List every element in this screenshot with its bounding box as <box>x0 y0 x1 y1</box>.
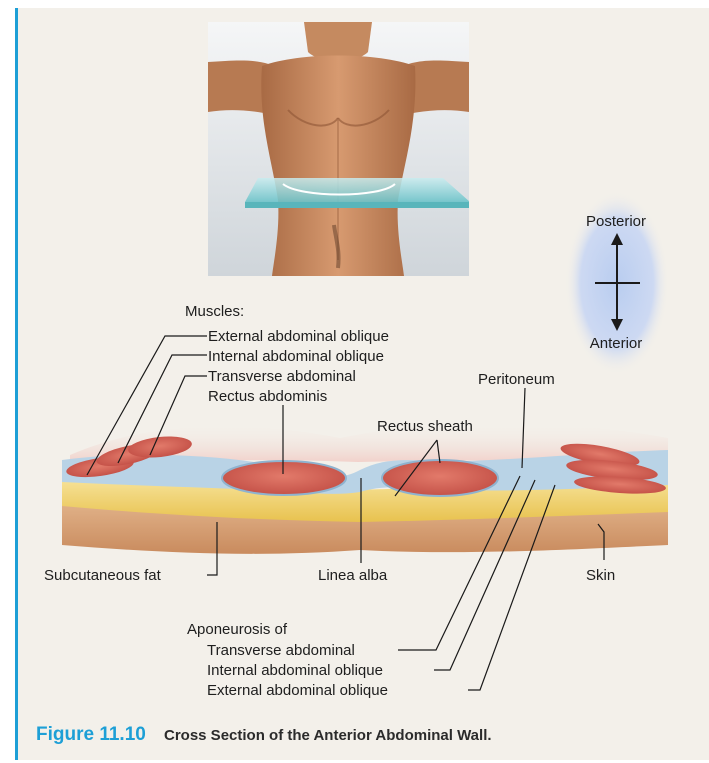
posterior-label: Posterior <box>586 213 646 230</box>
aponeurosis-transverse-label: Transverse abdominal <box>207 642 355 659</box>
figure-caption: Figure 11.10 Cross Section of the Anteri… <box>36 724 492 745</box>
external-oblique-label: External abdominal oblique <box>208 328 389 345</box>
figure-title: Cross Section of the Anterior Abdominal … <box>164 727 492 744</box>
aponeurosis-external-label: External abdominal oblique <box>207 682 388 699</box>
anterior-label: Anterior <box>590 335 643 352</box>
transverse-abdominal-label: Transverse abdominal <box>208 368 356 385</box>
rectus-abdominis-label: Rectus abdominis <box>208 388 327 405</box>
aponeurosis-internal-label: Internal abdominal oblique <box>207 662 383 679</box>
orientation-indicator: Posterior Anterior <box>565 191 669 375</box>
internal-oblique-label: Internal abdominal oblique <box>208 348 384 365</box>
abdominal-wall-cross-section <box>62 423 668 554</box>
figure-number: Figure 11.10 <box>36 724 146 745</box>
aponeurosis-header-label: Aponeurosis of <box>187 621 288 638</box>
rectus-abdominis-left <box>222 461 346 495</box>
skin-label: Skin <box>586 567 615 584</box>
linea-alba-label: Linea alba <box>318 567 388 584</box>
torso-illustration <box>208 22 470 276</box>
peritoneum-label: Peritoneum <box>478 371 555 388</box>
rectus-sheath-label: Rectus sheath <box>377 418 473 435</box>
subcutaneous-fat-label: Subcutaneous fat <box>44 567 162 584</box>
muscles-header-label: Muscles: <box>185 303 244 320</box>
